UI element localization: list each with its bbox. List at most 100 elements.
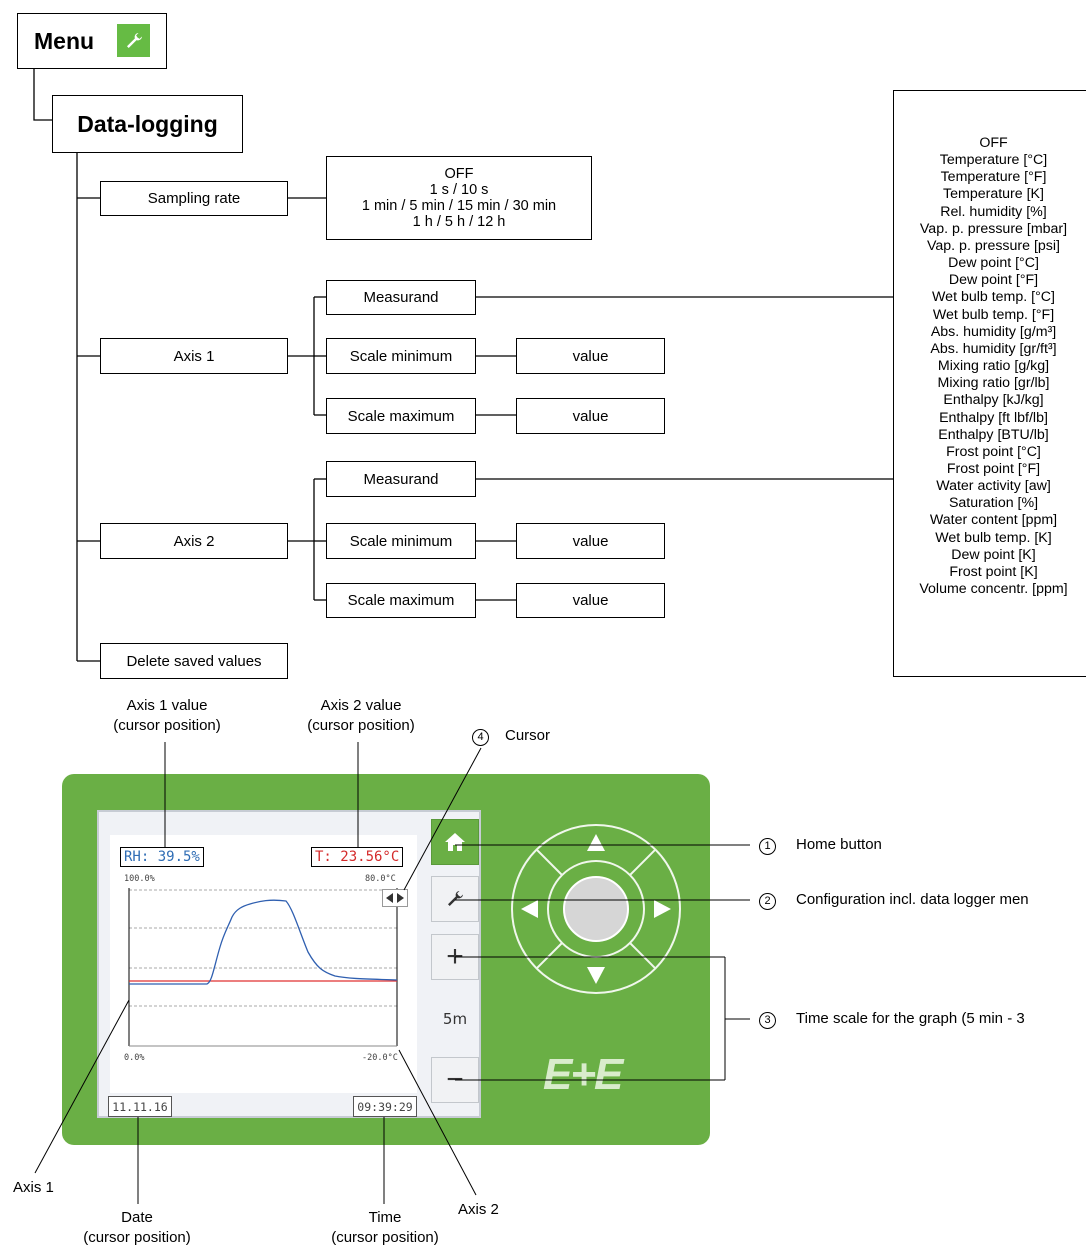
measurand-option: Abs. humidity [g/m³]	[930, 323, 1057, 340]
configuration-button[interactable]	[431, 876, 479, 922]
axis2-annotation: Axis 2	[458, 1201, 499, 1218]
measurand-option: Frost point [°C]	[946, 443, 1041, 460]
axis1-box[interactable]: Axis 1	[100, 338, 288, 374]
axis1-min-value: value	[572, 347, 609, 365]
data-logging-label: Data-logging	[77, 110, 218, 137]
measurand-option: Rel. humidity [%]	[940, 203, 1047, 220]
delete-saved-values-box[interactable]: Delete saved values	[100, 643, 288, 679]
menu-box[interactable]: Menu	[17, 13, 167, 69]
axis1-min-tick: 0.0%	[124, 1053, 145, 1063]
measurand-option: Temperature [°C]	[939, 152, 1048, 169]
measurand-option: Wet bulb temp. [°F]	[932, 306, 1055, 323]
sampling-rate-label: Sampling rate	[147, 190, 241, 207]
axis2-scale-min-label: Scale minimum	[349, 532, 453, 550]
measurand-option: Temperature [K]	[943, 186, 1044, 203]
cursor-marker[interactable]	[382, 889, 408, 907]
axis1-label: Axis 1	[173, 347, 215, 365]
axis1-annotation: Axis 1	[13, 1179, 54, 1196]
rh-readout: RH: 39.5%	[120, 847, 204, 867]
axis1-value-annotation: Axis 1 value (cursor position)	[113, 697, 221, 734]
axis2-scale-min-box[interactable]: Scale minimum	[326, 523, 476, 559]
axis1-measurand-label: Measurand	[363, 289, 439, 306]
t-readout: T: 23.56°C	[311, 847, 404, 867]
measurand-option: OFF	[979, 135, 1008, 151]
wrench-icon	[448, 891, 463, 906]
graph-chart	[128, 888, 398, 1047]
measurand-option: Frost point [°F]	[946, 460, 1041, 477]
axis2-min-tick: -20.0°C	[362, 1053, 398, 1063]
measurand-option: Wet bulb temp. [K]	[935, 529, 1052, 546]
axis2-scale-max-box[interactable]: Scale maximum	[326, 583, 476, 618]
measurand-option: Mixing ratio [g/kg]	[937, 358, 1050, 375]
wrench-icon	[117, 24, 150, 57]
measurand-option: Water content [ppm]	[929, 512, 1058, 529]
sampling-rate-options-box: OFF 1 s / 10 s 1 min / 5 min / 15 min / …	[326, 156, 592, 240]
center-button[interactable]	[563, 876, 629, 942]
measurand-option: Enthalpy [kJ/kg]	[943, 392, 1044, 409]
home-icon	[445, 833, 465, 851]
axis2-value-annotation: Axis 2 value (cursor position)	[307, 697, 415, 734]
data-logging-box[interactable]: Data-logging	[52, 95, 243, 153]
axis1-scale-max-box[interactable]: Scale maximum	[326, 398, 476, 434]
sampling-rate-box[interactable]: Sampling rate	[100, 181, 288, 216]
axis2-min-value: value	[572, 532, 609, 550]
sampling-option: 1 min / 5 min / 15 min / 30 min	[361, 198, 557, 214]
arrow-up-icon[interactable]	[587, 834, 605, 851]
axis2-measurand-box[interactable]: Measurand	[326, 461, 476, 497]
axis1-scale-min-label: Scale minimum	[349, 347, 453, 365]
measurand-option: Enthalpy [BTU/lb]	[938, 426, 1049, 443]
axis1-max-value-box[interactable]: value	[516, 398, 665, 434]
axis1-measurand-box[interactable]: Measurand	[326, 280, 476, 315]
axis2-measurand-label: Measurand	[363, 470, 439, 488]
measurand-option: Enthalpy [ft lbf/lb]	[939, 409, 1048, 426]
time-scale-value: 5m	[442, 1010, 468, 1028]
measurand-option: Vap. p. pressure [mbar]	[919, 220, 1068, 237]
axis1-scale-min-box[interactable]: Scale minimum	[326, 338, 476, 374]
axis1-max-value: value	[572, 407, 609, 425]
axis2-max-value: value	[572, 592, 609, 609]
axis2-max-value-box[interactable]: value	[516, 583, 665, 618]
axis1-min-value-box[interactable]: value	[516, 338, 665, 374]
time-field: 09:39:29	[353, 1096, 417, 1117]
sampling-option: 1 s / 10 s	[429, 182, 489, 198]
delete-saved-values-label: Delete saved values	[126, 652, 262, 670]
graph-area	[110, 835, 417, 1093]
menu-label: Menu	[34, 27, 95, 54]
measurand-option: Dew point [°C]	[948, 255, 1039, 272]
measurand-option: Saturation [%]	[948, 495, 1039, 512]
measurand-option: Abs. humidity [gr/ft³]	[930, 340, 1057, 357]
axis2-max-tick: 80.0°C	[365, 874, 396, 884]
axis2-min-value-box[interactable]: value	[516, 523, 665, 559]
axis2-scale-max-label: Scale maximum	[347, 592, 455, 609]
sampling-option: OFF	[444, 166, 474, 182]
measurand-option: Water activity [aw]	[936, 478, 1051, 495]
measurand-option: Mixing ratio [gr/lb]	[937, 375, 1050, 392]
axis1-scale-max-label: Scale maximum	[347, 407, 455, 425]
axis2-label: Axis 2	[173, 532, 215, 550]
axis1-max-tick: 100.0%	[124, 874, 155, 884]
measurand-option: Vap. p. pressure [psi]	[926, 237, 1060, 254]
measurand-option: Dew point [K]	[951, 546, 1036, 563]
measurand-option: Wet bulb temp. [°C]	[932, 289, 1055, 306]
measurand-option: Volume concentr. [ppm]	[919, 581, 1068, 598]
measurand-option: Dew point [°F]	[948, 272, 1039, 289]
date-annotation: Date (cursor position)	[83, 1209, 191, 1246]
arrow-left-icon[interactable]	[521, 900, 538, 918]
arrow-right-icon[interactable]	[654, 900, 671, 918]
home-button[interactable]	[431, 819, 479, 865]
brand-logo: E+E	[543, 1050, 623, 1099]
measurand-option: Frost point [K]	[949, 563, 1038, 580]
arrow-down-icon[interactable]	[587, 967, 605, 984]
humidity-series	[129, 899, 398, 985]
time-annotation: Time (cursor position)	[331, 1209, 439, 1246]
axis2-box[interactable]: Axis 2	[100, 523, 288, 559]
date-field: 11.11.16	[108, 1096, 172, 1117]
measurand-option: Temperature [°F]	[940, 169, 1047, 186]
